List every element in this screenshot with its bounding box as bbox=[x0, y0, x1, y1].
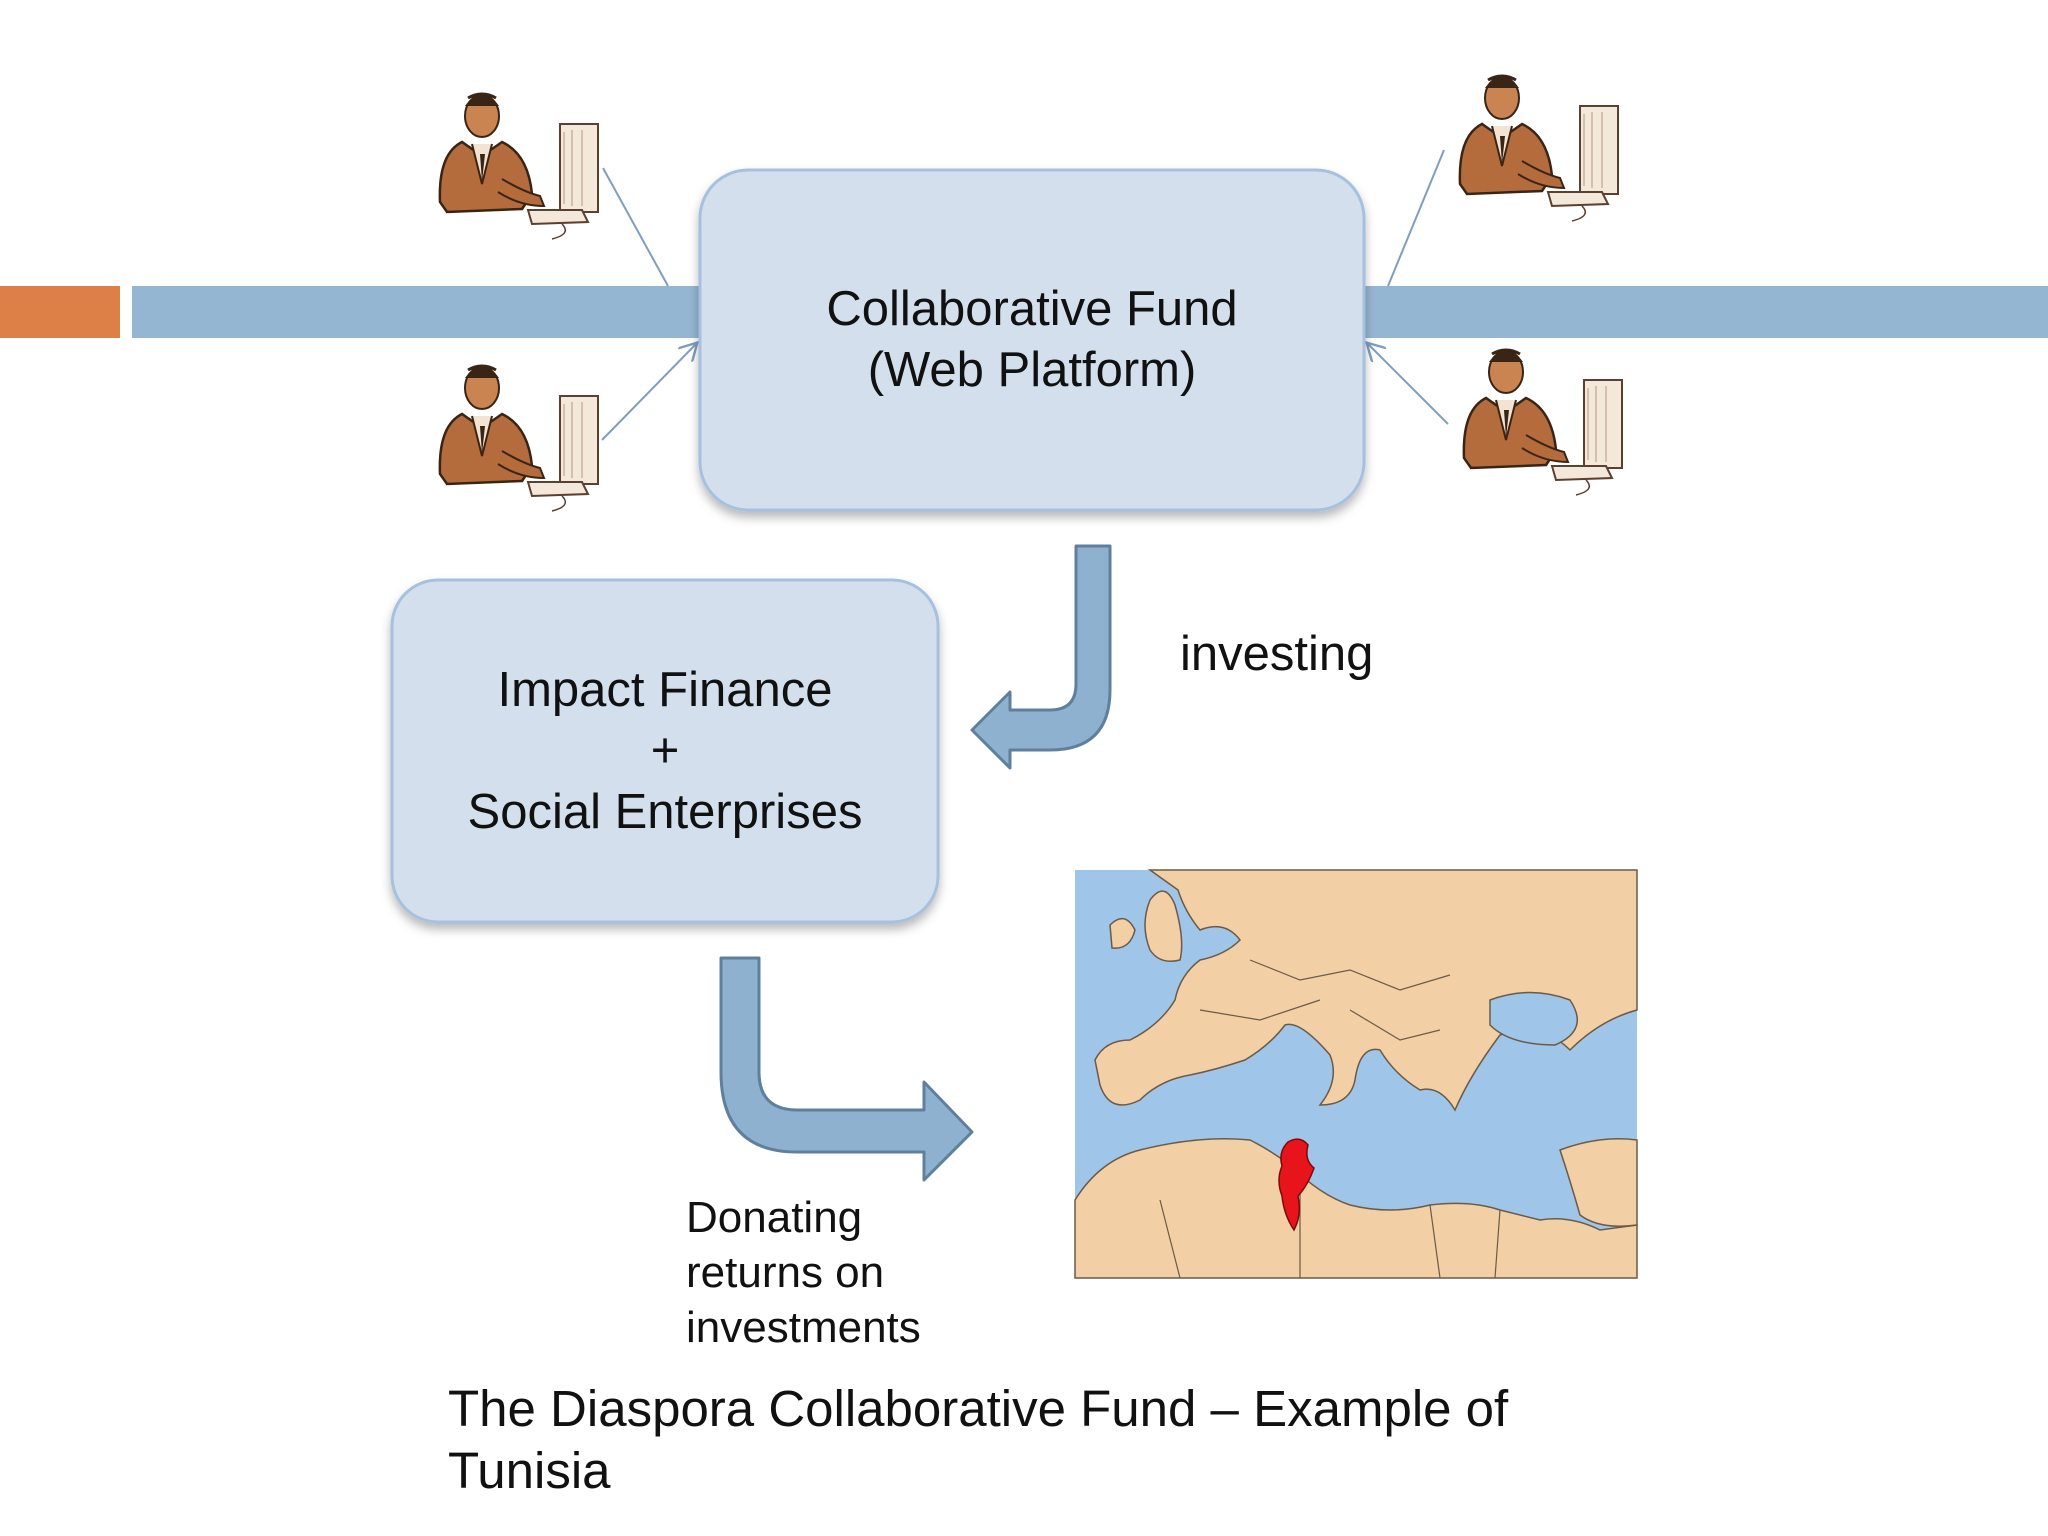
platform-label-line1: Collaborative Fund bbox=[826, 282, 1238, 336]
impact-label-line2: + bbox=[650, 723, 680, 778]
investing-arrow bbox=[970, 544, 1112, 770]
header-band-left bbox=[132, 286, 702, 338]
donating-arrow bbox=[719, 956, 974, 1182]
user-top-right-icon bbox=[1458, 74, 1620, 223]
tunisia-highlight bbox=[1278, 1138, 1315, 1232]
mediterranean-map-icon bbox=[1074, 869, 1638, 1279]
connector-top-left bbox=[602, 167, 669, 287]
impact-box bbox=[390, 578, 940, 924]
slide-caption: The Diaspora Collaborative Fund – Exampl… bbox=[448, 1378, 1648, 1502]
impact-label-line3: Social Enterprises bbox=[467, 784, 863, 839]
connector-bottom-right bbox=[1368, 344, 1449, 425]
header-band-right bbox=[1360, 286, 2048, 338]
platform-box-label: Collaborative Fund (Web Platform) bbox=[700, 170, 1364, 510]
caption-line2: Tunisia bbox=[448, 1442, 611, 1499]
donating-line3: investments bbox=[686, 1303, 921, 1352]
caption-line1: The Diaspora Collaborative Fund – Exampl… bbox=[448, 1380, 1509, 1437]
impact-box-label: Impact Finance + Social Enterprises bbox=[392, 580, 938, 922]
impact-label-line1: Impact Finance bbox=[497, 662, 833, 717]
user-bottom-right-icon bbox=[1462, 348, 1624, 497]
platform-label-line2: (Web Platform) bbox=[867, 343, 1197, 397]
connector-top-right bbox=[1387, 149, 1445, 287]
investing-label: investing bbox=[1180, 627, 1374, 681]
connector-bottom-left bbox=[601, 344, 696, 441]
donating-line1: Donating bbox=[686, 1193, 863, 1242]
user-top-left-icon bbox=[438, 92, 600, 241]
platform-box bbox=[698, 168, 1366, 512]
accent-block bbox=[0, 286, 120, 338]
donating-line2: returns on bbox=[686, 1248, 885, 1297]
donating-label: Donating returns on investments bbox=[686, 1190, 921, 1355]
user-bottom-left-icon bbox=[438, 364, 600, 513]
